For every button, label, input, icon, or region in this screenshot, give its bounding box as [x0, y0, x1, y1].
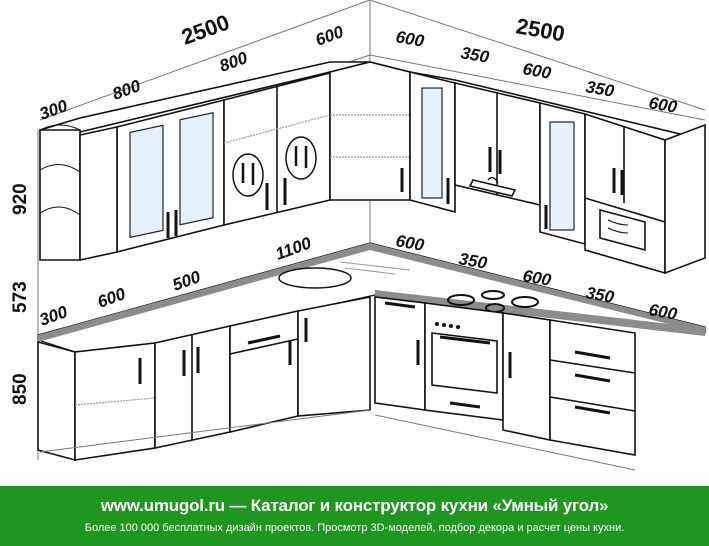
cooktop-icon: [447, 290, 539, 313]
base-cabinets-right: [374, 296, 636, 471]
dim-upper-left: 800: [217, 48, 251, 76]
dim-height: 920: [10, 183, 31, 215]
dim-height: 573: [10, 281, 31, 313]
dim-upper-left: 600: [313, 22, 347, 50]
dim-upper-right: 600: [647, 93, 679, 117]
dim-counter-right: 350: [457, 249, 489, 273]
dim-upper-right: 600: [521, 59, 553, 83]
sink-icon: [278, 261, 411, 289]
dim-upper-left: 300: [37, 96, 71, 124]
oven: [424, 302, 504, 421]
dim-counter-left: 1100: [273, 233, 314, 264]
dim-upper-right: 350: [459, 43, 491, 67]
upper-cabinets-right: [409, 70, 706, 275]
upper-cabinet-corner: [329, 61, 411, 201]
footer-subtitle: Более 100 000 бесплатных дизайн проектов…: [84, 522, 625, 534]
microwave-icon: [599, 208, 646, 252]
dim-counter-right: 600: [521, 266, 553, 290]
cutlery-icon: [232, 153, 264, 197]
kitchen-diagram: 2500 2500 300 800 800 600 600 350 600 35…: [10, 0, 706, 471]
upper-cabinets-left: [39, 61, 371, 261]
dim-upper-right: 600: [394, 27, 426, 51]
dim-counter-left: 300: [37, 302, 71, 330]
dim-upper-left: 800: [110, 76, 144, 104]
dim-upper-total-right: 2500: [514, 13, 567, 46]
base-cabinets-left: [37, 296, 371, 462]
dim-counter-right: 350: [584, 283, 616, 307]
range-hood-icon: [468, 176, 517, 197]
dim-upper-total-left: 2500: [178, 9, 233, 49]
dim-counter-left: 600: [95, 284, 129, 312]
footer-banner: www.umugol.ru — Каталог и конструктор ку…: [0, 486, 709, 546]
dim-counter-right: 600: [394, 231, 426, 255]
dim-upper-right: 350: [584, 77, 616, 101]
cutlery-icon: [285, 136, 317, 180]
footer-title-link[interactable]: www.umugol.ru — Каталог и конструктор ку…: [100, 496, 609, 515]
dim-counter-right: 600: [647, 300, 679, 324]
countertop: [37, 242, 706, 353]
dim-height: 850: [10, 373, 31, 405]
